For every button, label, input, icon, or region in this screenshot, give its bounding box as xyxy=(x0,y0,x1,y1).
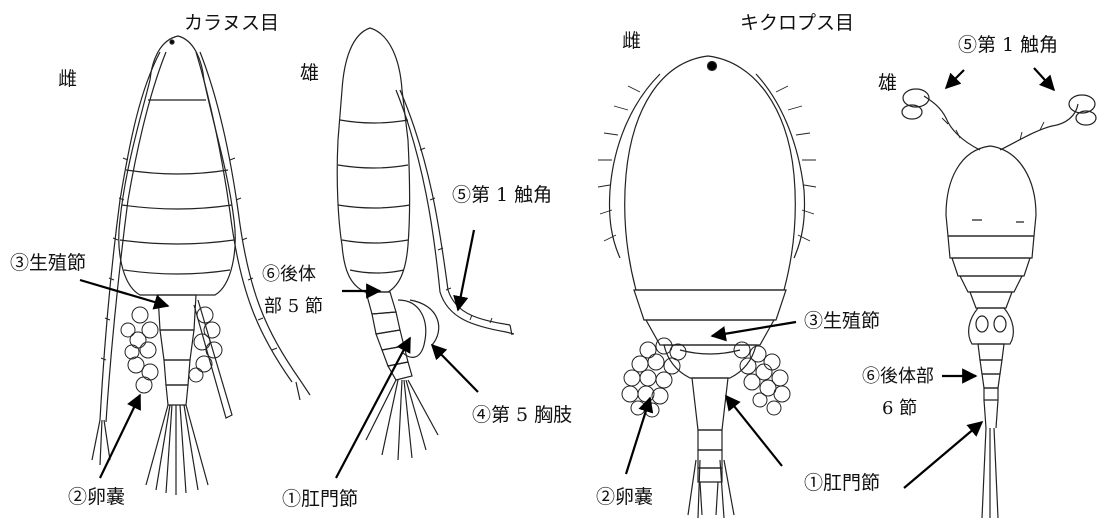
calanoid-genital-segment-label: ③生殖節 xyxy=(10,252,86,274)
calanoid-male-label: 雄 xyxy=(300,62,319,84)
left-panel-title: カラヌス目 xyxy=(184,12,279,34)
cyclopoid-anal-segment-label: ①肛門節 xyxy=(804,472,880,494)
calanoid-female-label: 雌 xyxy=(58,68,77,90)
calanoid-anal-segment-label: ①肛門節 xyxy=(282,488,358,510)
calanoid-first-antenna-label: ⑤第 1 触角 xyxy=(452,184,552,206)
cyclopoid-egg-sac-label: ②卵嚢 xyxy=(596,486,653,508)
cyclopoid-urosome-label-line2: 6 節 xyxy=(882,398,917,420)
calanoid-urosome-label-line2: 部 5 節 xyxy=(264,296,323,318)
cyclopoid-male-drawing xyxy=(902,89,1096,518)
calanoid-urosome-label-line1: ⑥後体 xyxy=(262,264,316,286)
cyclopoid-urosome-label-line1: ⑥後体部 xyxy=(862,366,934,388)
cyclopoid-female-label: 雌 xyxy=(622,30,641,52)
calanoid-egg-sac-label: ②卵嚢 xyxy=(68,486,125,508)
cyclopoid-male-label: 雄 xyxy=(878,72,897,94)
cyclopoid-first-antenna-label: ⑤第 1 触角 xyxy=(958,34,1058,56)
cyclopoid-female-drawing xyxy=(598,56,816,518)
calanoid-male-drawing xyxy=(337,28,514,460)
calanoid-fifth-leg-label: ④第 5 胸肢 xyxy=(472,404,572,426)
cyclopoid-genital-segment-label: ③生殖節 xyxy=(804,310,880,332)
right-panel-title: キクロプス目 xyxy=(740,12,854,34)
